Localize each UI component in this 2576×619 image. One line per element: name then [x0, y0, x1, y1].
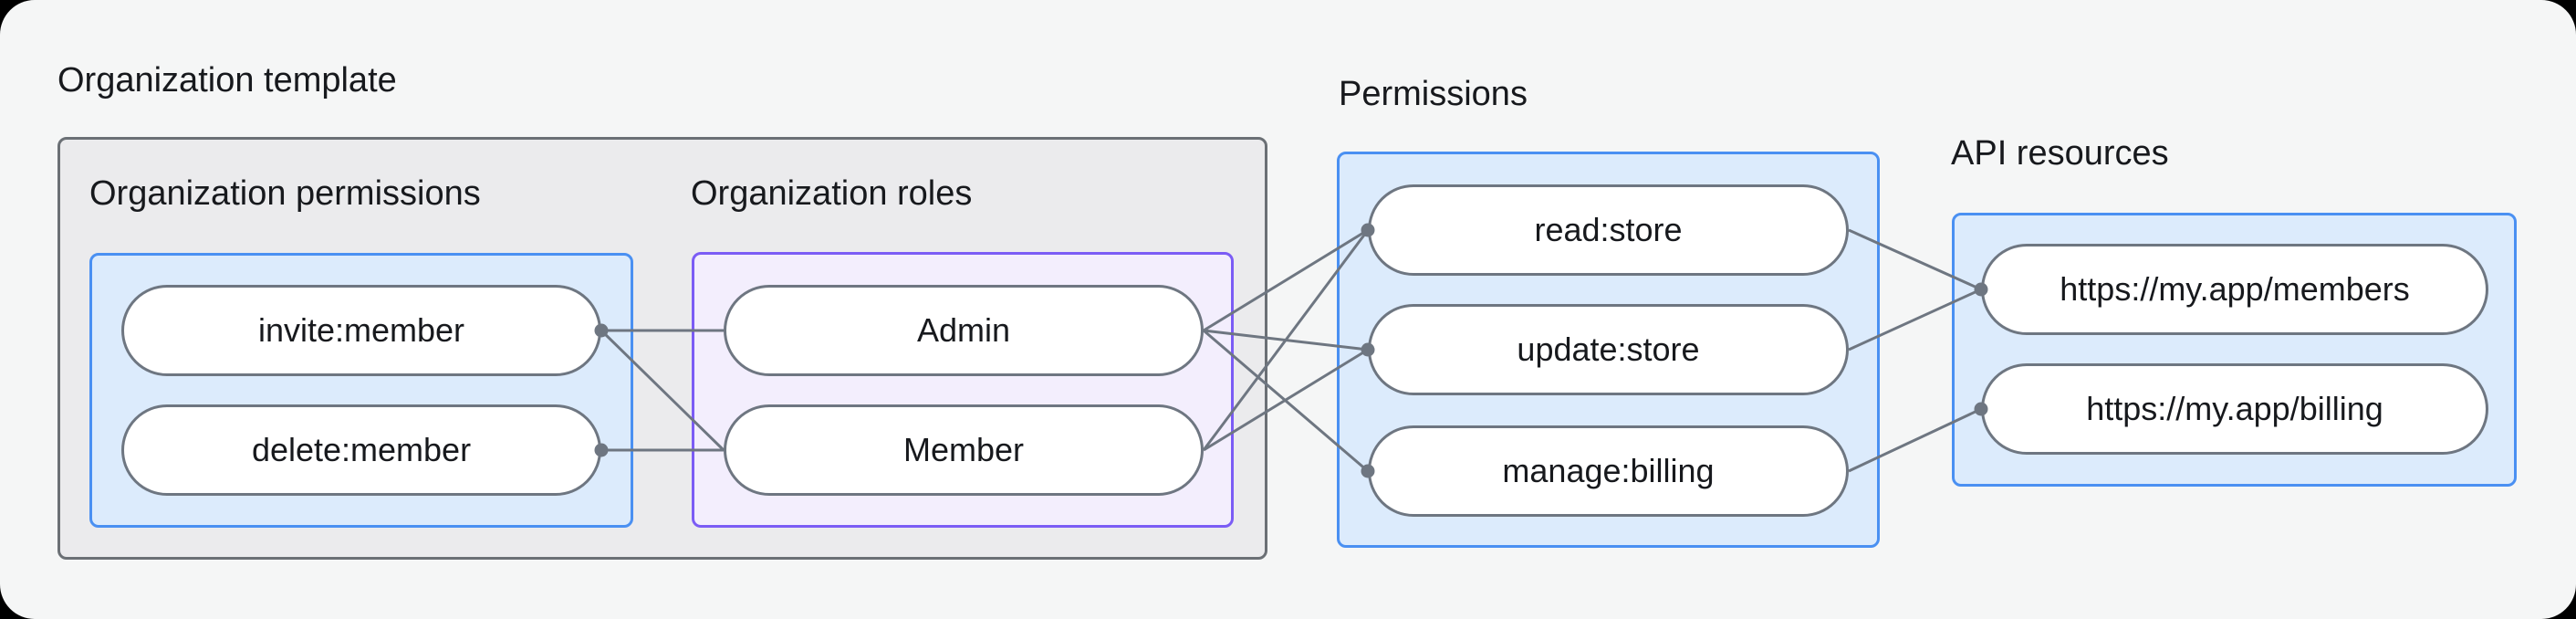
organization-template-title: Organization template: [57, 61, 397, 100]
node-update-store: update:store: [1368, 304, 1849, 395]
node-label: Admin: [916, 311, 1011, 349]
node-label: update:store: [1517, 330, 1700, 368]
node-read-store: read:store: [1368, 184, 1849, 276]
node-label: Member: [902, 431, 1025, 468]
permissions-title: Permissions: [1339, 75, 1528, 113]
node-label: invite:member: [257, 311, 465, 349]
node-label: manage:billing: [1502, 452, 1715, 489]
organization-roles-title: Organization roles: [691, 174, 973, 213]
node-invite-member: invite:member: [121, 285, 601, 376]
api-resources-title: API resources: [1951, 134, 2169, 173]
node-label: https://my.app/billing: [2086, 390, 2383, 427]
node-member: Member: [724, 404, 1204, 496]
node-members-api: https://my.app/members: [1981, 244, 2488, 335]
node-admin: Admin: [724, 285, 1204, 376]
node-billing-api: https://my.app/billing: [1981, 363, 2488, 455]
node-label: delete:member: [251, 431, 472, 468]
node-manage-billing: manage:billing: [1368, 425, 1849, 517]
node-label: read:store: [1534, 211, 1683, 248]
organization-permissions-title: Organization permissions: [89, 174, 481, 213]
node-label: https://my.app/members: [2060, 270, 2410, 308]
node-delete-member: delete:member: [121, 404, 601, 496]
